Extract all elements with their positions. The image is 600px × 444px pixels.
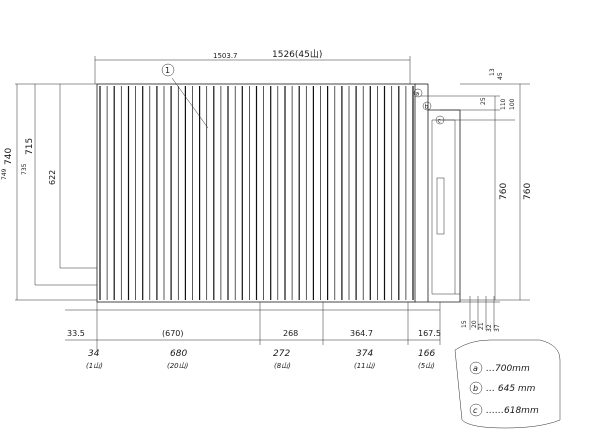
- bottom-row1-2: 268: [283, 329, 298, 338]
- side-labels: a b c: [413, 88, 445, 125]
- legend-b-circle: [469, 381, 483, 395]
- label-a: a: [416, 91, 420, 98]
- bottom-row2-sub-1: (20山): [167, 362, 189, 370]
- right-top-13: 13: [489, 68, 496, 76]
- label-c: c: [438, 118, 441, 125]
- legend-a-circle: [469, 361, 483, 375]
- bottom-small-37: 37: [494, 324, 501, 332]
- bottom-row2-sub-4: (5山): [418, 362, 435, 370]
- bottom-row2-4: 166: [418, 349, 435, 359]
- bottom-dimensions: 33.5 (670) 268 364.7 167.5 34 680 272 37…: [65, 302, 441, 370]
- bottom-row2-sub-3: (11山): [354, 362, 376, 370]
- left-dim-735: 735: [21, 163, 28, 175]
- left-dim-outer: 740: [4, 148, 14, 165]
- left-dim-inner: 715: [25, 138, 35, 155]
- right-top-45: 45: [497, 72, 504, 80]
- bottom-small-15: 15: [461, 320, 468, 328]
- legend: a …700mm b … 645 mm c ……618mm: [454, 339, 561, 429]
- bottom-row2-0: 34: [88, 349, 100, 359]
- bottom-small-32: 32: [486, 324, 493, 332]
- label-c-circle: [435, 115, 445, 125]
- bottom-row1-3: 364.7: [350, 329, 373, 338]
- legend-a-key: a: [473, 364, 478, 373]
- label-b-circle: [422, 101, 432, 111]
- legend-b-key: b: [473, 384, 478, 393]
- bottom-right-dimensions: 15 20 21 32 37: [460, 296, 501, 332]
- bottom-small-20: 20: [471, 320, 478, 328]
- bottom-row1-4: 167.5: [418, 329, 441, 338]
- left-dim-small: 749: [1, 168, 8, 180]
- right-top-25: 25: [480, 97, 487, 105]
- label-b: b: [425, 104, 429, 111]
- legend-bracket: [454, 339, 561, 429]
- overall-width-label: 1526(45山): [272, 49, 322, 60]
- right-dim-outer: 760: [523, 183, 533, 200]
- left-dimensions: 749 740 735 715 622: [1, 83, 97, 301]
- bottom-row1-0: 33.5: [67, 329, 85, 338]
- left-dim-622: 622: [48, 170, 57, 185]
- label-a-circle: [413, 88, 423, 98]
- right-dimensions: 760 760 13 45 25 110 100: [420, 68, 533, 301]
- bottom-row1-1: (670): [162, 329, 184, 338]
- right-top-100: 100: [509, 98, 516, 110]
- top-dimensions: 1503.7 1526(45山) 1: [94, 49, 411, 129]
- part-number-circle: [161, 63, 175, 77]
- legend-c-circle: [469, 403, 483, 417]
- bottom-small-21: 21: [478, 322, 485, 330]
- bottom-row2-1: 680: [170, 349, 187, 359]
- part-number: 1: [165, 66, 170, 75]
- legend-c-key: c: [473, 406, 478, 415]
- bottom-row2-2: 272: [273, 349, 290, 359]
- legend-a-value: …700mm: [486, 364, 530, 374]
- inner-width-label: 1503.7: [213, 52, 238, 60]
- legend-c-value: ……618mm: [486, 406, 539, 416]
- right-dim-inner: 760: [499, 183, 509, 200]
- legend-b-value: … 645 mm: [486, 384, 536, 394]
- bottom-row2-sub-2: (8山): [274, 362, 291, 370]
- right-top-110: 110: [500, 98, 507, 110]
- slat-group: [99, 86, 414, 300]
- bottom-row2-3: 374: [356, 349, 373, 359]
- bottom-row2-sub-0: (1山): [86, 362, 103, 370]
